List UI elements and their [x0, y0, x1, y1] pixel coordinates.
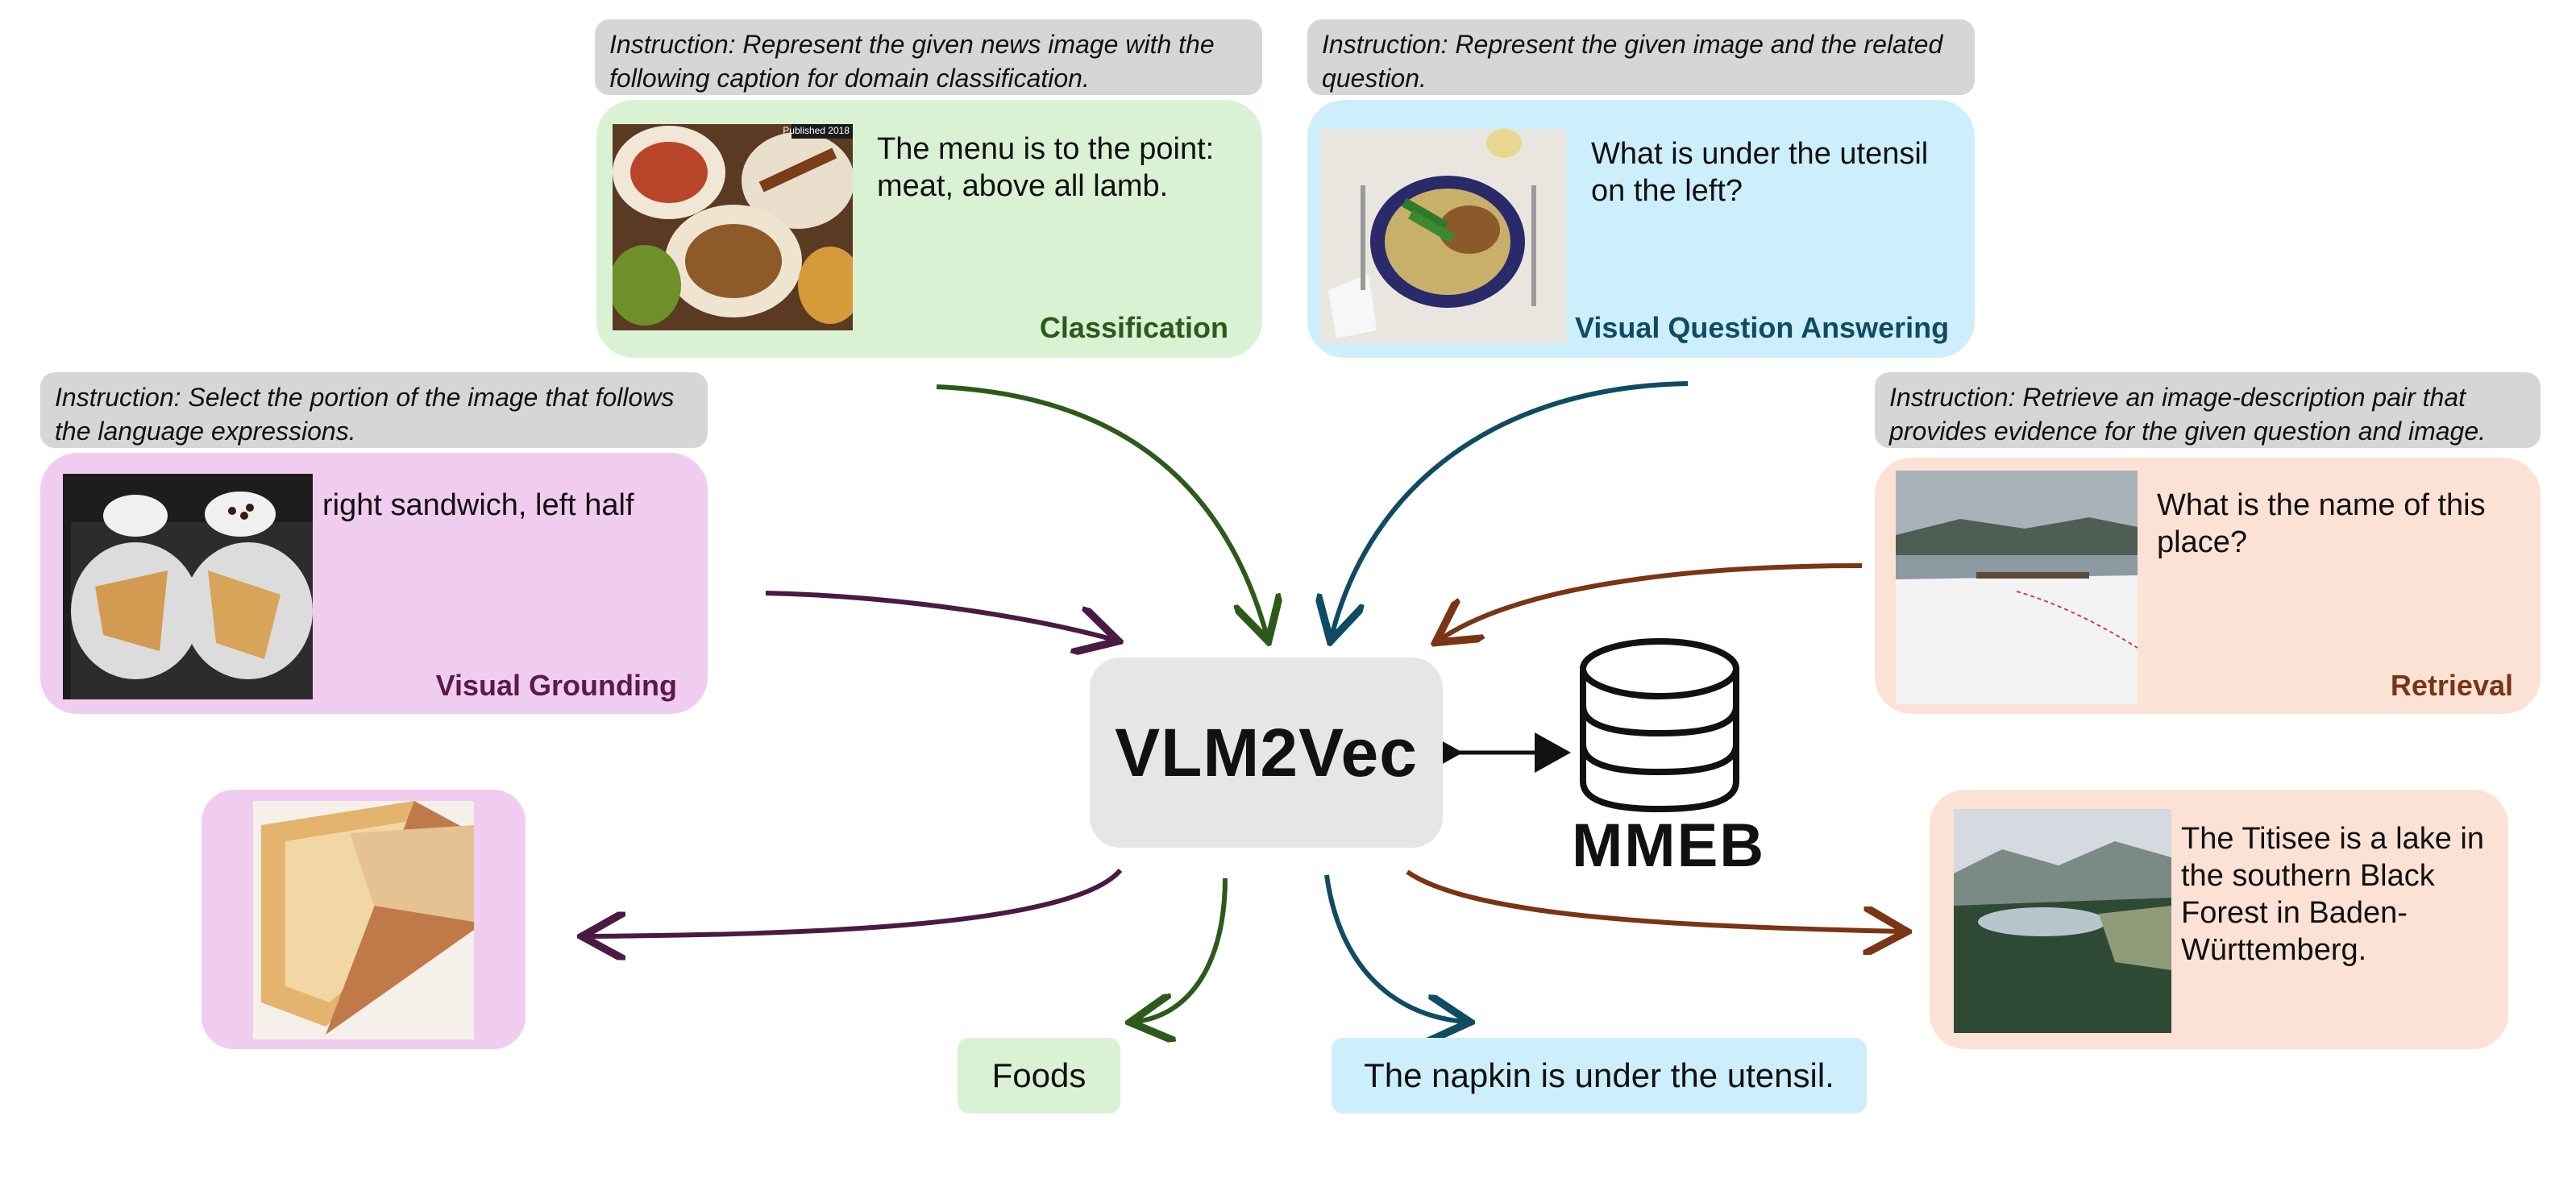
retrieval-output-card: The Titisee is a lake in the southern Bl…: [1930, 790, 2508, 1049]
grounding-output-card: [202, 790, 526, 1049]
mmeb-benchmark-label: MMEB: [1572, 811, 1766, 880]
grounding-card: right sandwich, left half Visual Groundi…: [40, 453, 708, 714]
classification-card: Published 2018 The menu is to the point:…: [596, 100, 1262, 358]
database-icon: [1580, 638, 1739, 813]
sandwich-closeup-image: [253, 801, 474, 1039]
vqa-instruction: Instruction: Represent the given image a…: [1307, 19, 1975, 95]
arrow-classification-out: [1135, 877, 1228, 1022]
arrow-retrieval-out: [1406, 869, 1902, 931]
classification-label: Classification: [1039, 311, 1228, 344]
arrow-grounding-in: [765, 591, 1114, 640]
titisee-landscape-image: [1954, 809, 2171, 1033]
published-badge: Published 2018: [783, 125, 850, 136]
grounding-label: Visual Grounding: [435, 669, 677, 702]
vqa-card: What is under the utensil on the left? V…: [1307, 100, 1975, 358]
grounding-instruction: Instruction: Select the portion of the i…: [40, 372, 708, 448]
vqa-question: What is under the utensil on the left?: [1591, 137, 1929, 208]
arrow-vqa-out: [1324, 874, 1465, 1022]
sandwich-tray-image: [63, 474, 313, 699]
vlm2vec-model-box: VLM2Vec: [1090, 658, 1443, 848]
titisee-description: The Titisee is a lake in the southern Bl…: [2181, 822, 2484, 967]
retrieval-instruction: Instruction: Retrieve an image-descripti…: [1875, 372, 2541, 448]
arrow-classification-in: [936, 384, 1267, 637]
retrieval-card: What is the name of this place? Retrieva…: [1875, 458, 2541, 714]
vqa-output: The napkin is under the utensil.: [1332, 1038, 1867, 1114]
dinner-plate-image: [1320, 129, 1567, 343]
classification-output: Foods: [958, 1038, 1120, 1114]
vqa-label: Visual Question Answering: [1575, 311, 1950, 344]
retrieval-question: What is the name of this place?: [2157, 488, 2486, 559]
classification-instruction: Instruction: Represent the given news im…: [595, 19, 1262, 95]
arrow-vqa-in: [1332, 381, 1689, 637]
classification-caption: The menu is to the point: meat, above al…: [877, 132, 1215, 203]
arrow-grounding-out: [587, 869, 1123, 936]
grounding-expression: right sandwich, left half: [322, 488, 634, 522]
food-platter-image: Published 2018: [613, 124, 853, 330]
frozen-lake-image: [1896, 471, 2138, 704]
arrow-retrieval-in: [1440, 563, 1863, 640]
retrieval-label: Retrieval: [2390, 669, 2513, 702]
